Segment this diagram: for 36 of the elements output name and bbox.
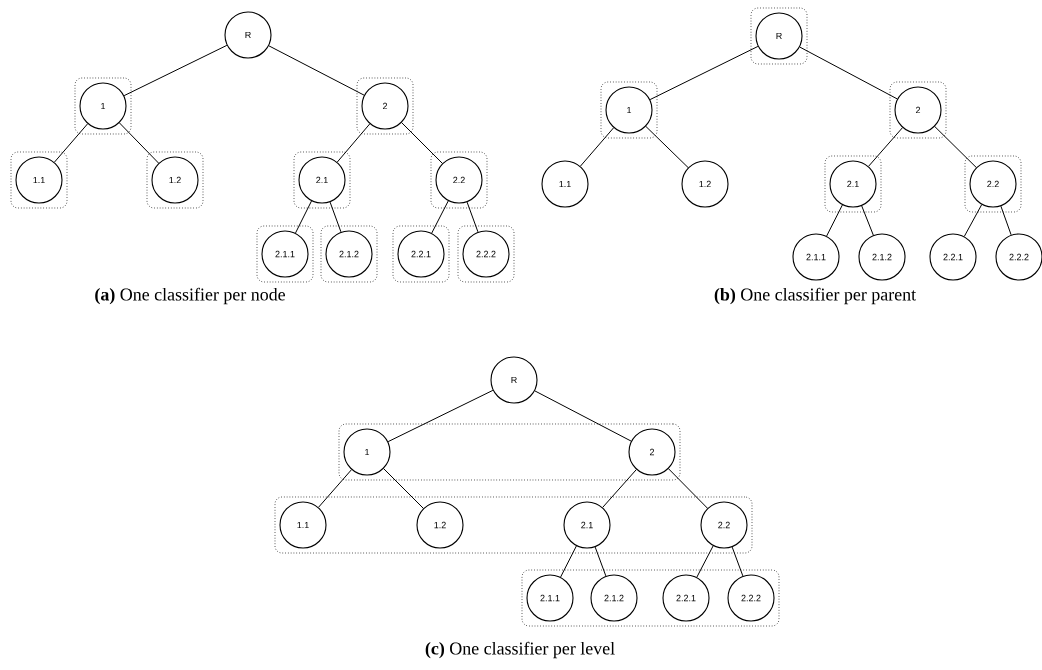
tree-edge bbox=[668, 468, 708, 509]
tree-edge bbox=[466, 201, 479, 233]
tree-edge bbox=[268, 45, 365, 96]
tree-edge bbox=[118, 122, 160, 164]
tree-edge bbox=[799, 46, 898, 100]
classifier-box bbox=[338, 423, 681, 481]
tree-edge bbox=[1000, 205, 1012, 236]
tree-edge bbox=[602, 469, 637, 508]
tree-edge bbox=[731, 546, 744, 577]
tree-edge bbox=[934, 126, 977, 168]
tree-edge bbox=[645, 125, 689, 169]
subfigure-caption: (a) One classifier per node bbox=[95, 287, 285, 305]
tree-edge bbox=[431, 200, 449, 234]
tree-edge bbox=[963, 204, 983, 237]
tree-edge bbox=[123, 44, 228, 97]
tree-edge bbox=[387, 389, 494, 443]
subfigure-caption: (b) One classifier per parent bbox=[714, 287, 916, 305]
tree-edge bbox=[826, 204, 843, 237]
subfigure-caption: (c) One classifier per level bbox=[425, 641, 615, 659]
tree-edge bbox=[318, 469, 352, 508]
tree-edge bbox=[696, 545, 714, 578]
classifier-box bbox=[521, 569, 780, 627]
tree-edge bbox=[53, 123, 89, 163]
tree-edge bbox=[329, 201, 342, 233]
tree-edge bbox=[579, 127, 615, 167]
tree-edge bbox=[383, 468, 424, 509]
tree-edge bbox=[649, 45, 759, 101]
tree-edge bbox=[560, 545, 577, 578]
tree-edge bbox=[868, 127, 903, 167]
tree-edge bbox=[336, 123, 371, 163]
tree-edge bbox=[401, 122, 443, 164]
tree-edge bbox=[594, 546, 607, 577]
tree-edge bbox=[861, 205, 874, 236]
tree-edge bbox=[534, 390, 632, 442]
tree-edge bbox=[295, 200, 312, 234]
classifier-box bbox=[274, 496, 753, 554]
